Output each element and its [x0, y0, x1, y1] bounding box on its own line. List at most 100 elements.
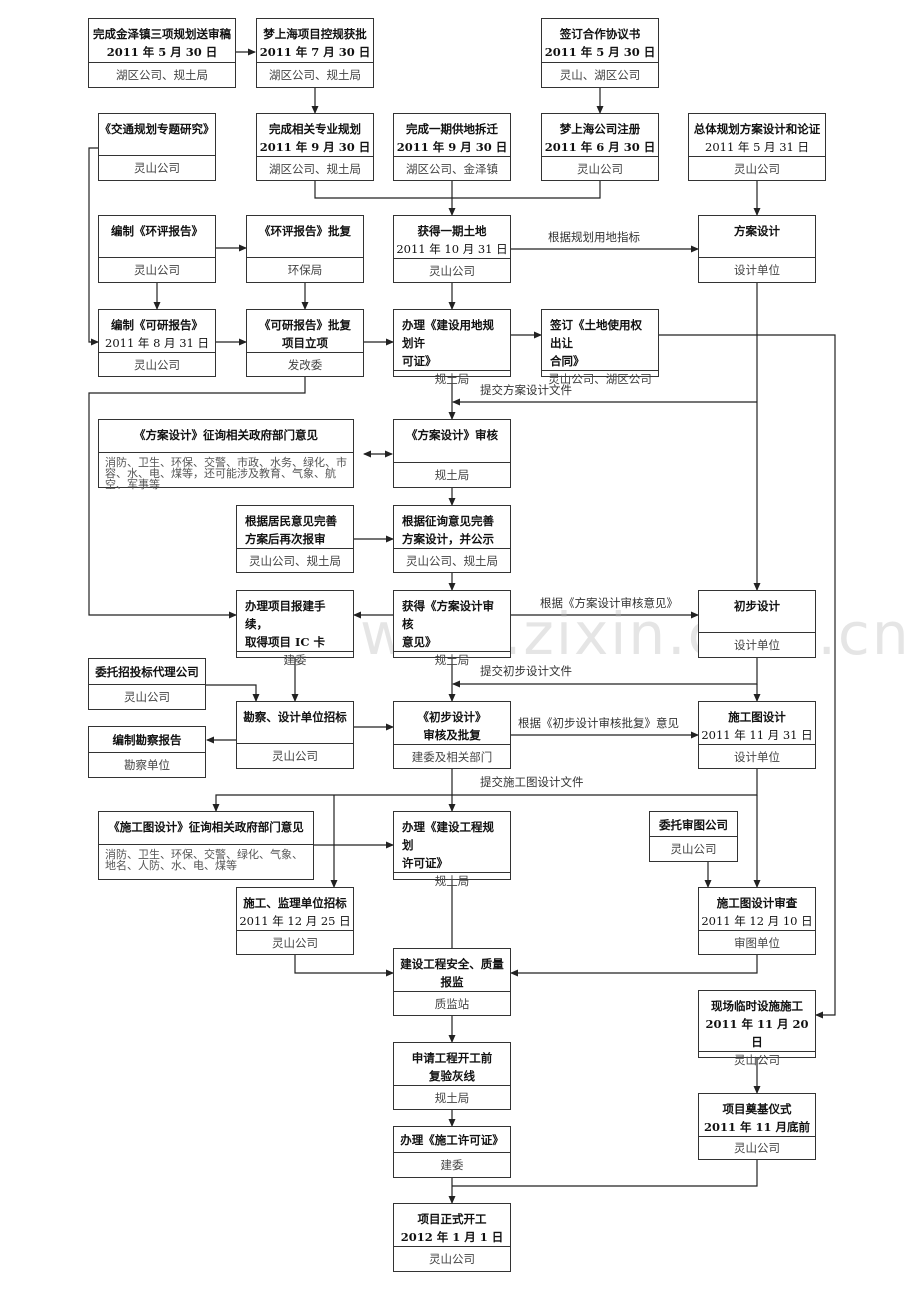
node-title: 建设工程安全、质量 [400, 957, 504, 971]
node-title: 《可研报告》批复 [259, 318, 351, 332]
node-org: 灵山公司、湖区公司 [542, 370, 658, 387]
node-cooperation-agreement: 签订合作协议书 2011 年 5 月 30 日 灵山、湖区公司 [541, 18, 659, 88]
node-construction-drawing-design: 施工图设计 2011 年 11 月 31 日 设计单位 [698, 701, 816, 769]
node-resubmit-after-resident-feedback: 根据居民意见完善方案后再次报审 灵山公司、规土局 [236, 505, 354, 573]
node-title: 初步设计 [734, 599, 780, 613]
node-org: 建委 [237, 651, 353, 668]
node-org: 灵山公司 [89, 684, 205, 709]
node-title-line2: 方案后再次报审 [245, 532, 326, 546]
node-org: 灵山公司 [99, 155, 215, 180]
node-title: 方案设计 [734, 224, 780, 238]
node-org: 灵山公司、规土局 [237, 548, 353, 572]
node-title-line2: 取得项目 IC 卡 [245, 635, 326, 649]
node-org: 灵山公司、规土局 [394, 548, 510, 572]
node-title: 完成相关专业规划 [269, 122, 361, 136]
node-drawing-review-agency: 委托审图公司 灵山公司 [649, 811, 738, 862]
node-org: 湖区公司、金泽镇 [394, 156, 510, 180]
node-survey-report: 编制勘察报告 勘察单位 [88, 726, 206, 778]
node-preliminary-design: 初步设计 设计单位 [698, 590, 816, 658]
node-org: 建委 [394, 1152, 510, 1177]
node-title-line2: 合同》 [550, 354, 585, 368]
node-org: 灵山公司 [650, 836, 737, 861]
node-org: 湖区公司、规土局 [257, 62, 373, 87]
node-title: 项目奠基仪式 [722, 1102, 792, 1116]
node-org: 规土局 [394, 872, 510, 889]
node-title: 《方案设计》审核 [406, 428, 498, 442]
node-survey-design-bidding: 勘察、设计单位招标 灵山公司 [236, 701, 354, 769]
node-org: 设计单位 [699, 632, 815, 657]
node-title: 《交通规划专题研究》 [99, 122, 215, 136]
node-org: 灵山公司 [699, 1136, 815, 1159]
node-org: 规土局 [394, 462, 510, 487]
edge-label-planning-index: 根据规划用地指标 [548, 230, 640, 244]
node-master-plan-design: 总体规划方案设计和论证 2011 年 5 月 31 日 灵山公司 [688, 113, 826, 181]
node-title: 办理《施工许可证》 [400, 1133, 504, 1147]
node-title: 签订《土地使用权出让 [550, 318, 642, 350]
node-date: 2011 年 11 月 20 日 [705, 1017, 809, 1049]
node-org: 规土局 [394, 1085, 510, 1109]
node-date: 2011 年 11 月 31 日 [701, 728, 813, 742]
node-title-line2: 审核及批复 [423, 728, 481, 742]
edge-n24-n25 [206, 684, 260, 702]
edge-n27-submit [212, 769, 758, 812]
node-detail: 消防、卫生、环保、交警、市政、水务、绿化、市容、水、电、煤等，还可能涉及教育、气… [99, 452, 353, 494]
edge-n14-n21 [88, 377, 306, 619]
node-org: 灵山公司 [689, 156, 825, 180]
node-title: 编制《环评报告》 [111, 224, 203, 238]
edge-n4-n13 [88, 147, 99, 346]
node-org: 灵山公司 [237, 930, 353, 954]
node-traffic-study: 《交通规划专题研究》 灵山公司 [98, 113, 216, 181]
node-title: 施工、监理单位招标 [243, 896, 347, 910]
node-title: 办理《建设用地规划许 [402, 318, 494, 350]
node-date: 2012 年 1 月 1 日 [400, 1230, 504, 1244]
node-org: 湖区公司、规土局 [257, 156, 373, 180]
edge-n16-n35 [659, 334, 836, 1019]
node-title: 签订合作协议书 [559, 27, 641, 41]
edge-label-submit-scheme: 提交方案设计文件 [480, 383, 572, 397]
node-date: 2011 年 9 月 30 日 [259, 140, 371, 154]
node-title-line2: 报监 [440, 975, 464, 989]
node-org: 灵山、湖区公司 [542, 62, 658, 87]
node-title: 获得一期土地 [417, 224, 487, 238]
node-detail: 消防、卫生、环保、交警、绿化、气象、地名、人防、水、电、煤等 [99, 844, 313, 879]
node-project-registration: 办理项目报建手续， 取得项目 IC 卡 建委 [236, 590, 354, 667]
node-org: 设计单位 [699, 257, 815, 282]
node-org: 质监站 [394, 991, 510, 1015]
node-bidding-agent: 委托招投标代理公司 灵山公司 [88, 658, 206, 710]
node-date: 2011 年 6 月 30 日 [544, 140, 656, 154]
node-org: 灵山公司 [237, 743, 353, 768]
node-line-inspection: 申请工程开工前复验灰线 规土局 [393, 1042, 511, 1110]
node-feasibility-report: 编制《可研报告》2011 年 8 月 31 日 灵山公司 [98, 309, 216, 377]
node-land-use-permit: 办理《建设用地规划许可证》 规土局 [393, 309, 511, 386]
node-title: 梦上海公司注册 [559, 122, 641, 136]
node-preliminary-review: 《初步设计》审核及批复 建委及相关部门 [393, 701, 511, 769]
node-date: 2011 年 5 月 31 日 [705, 140, 809, 154]
node-title: 《环评报告》批复 [259, 224, 351, 238]
node-title: 总体规划方案设计和论证 [693, 122, 821, 136]
edge-label-scheme-opinion: 根据《方案设计审核意见》 [540, 596, 678, 610]
node-title: 委托审图公司 [659, 818, 728, 832]
node-date: 2011 年 5 月 30 日 [106, 45, 218, 59]
node-title: 项目正式开工 [417, 1212, 487, 1226]
node-title: 办理项目报建手续， [245, 599, 326, 631]
node-org: 灵山公司 [99, 257, 215, 282]
node-date: 2011 年 8 月 31 日 [105, 336, 209, 350]
node-title: 现场临时设施施工 [711, 999, 803, 1013]
node-title: 施工图设计 [728, 710, 786, 724]
node-title: 梦上海项目控规获批 [263, 27, 367, 41]
node-date: 2011 年 12 月 25 日 [239, 914, 351, 928]
node-land-transfer-contract: 签订《土地使用权出让合同》 灵山公司、湖区公司 [541, 309, 659, 386]
edge-n32-n34 [294, 955, 394, 977]
node-title: 勘察、设计单位招标 [243, 710, 347, 724]
node-org: 规土局 [394, 651, 510, 668]
node-special-planning: 完成相关专业规划 2011 年 9 月 30 日 湖区公司、规土局 [256, 113, 374, 181]
node-org: 设计单位 [699, 744, 815, 768]
node-date: 2011 年 5 月 30 日 [544, 45, 656, 59]
node-title-line2: 项目立项 [282, 336, 328, 350]
node-org: 建委及相关部门 [394, 744, 510, 768]
node-title: 办理《建设工程规划 [402, 820, 494, 852]
